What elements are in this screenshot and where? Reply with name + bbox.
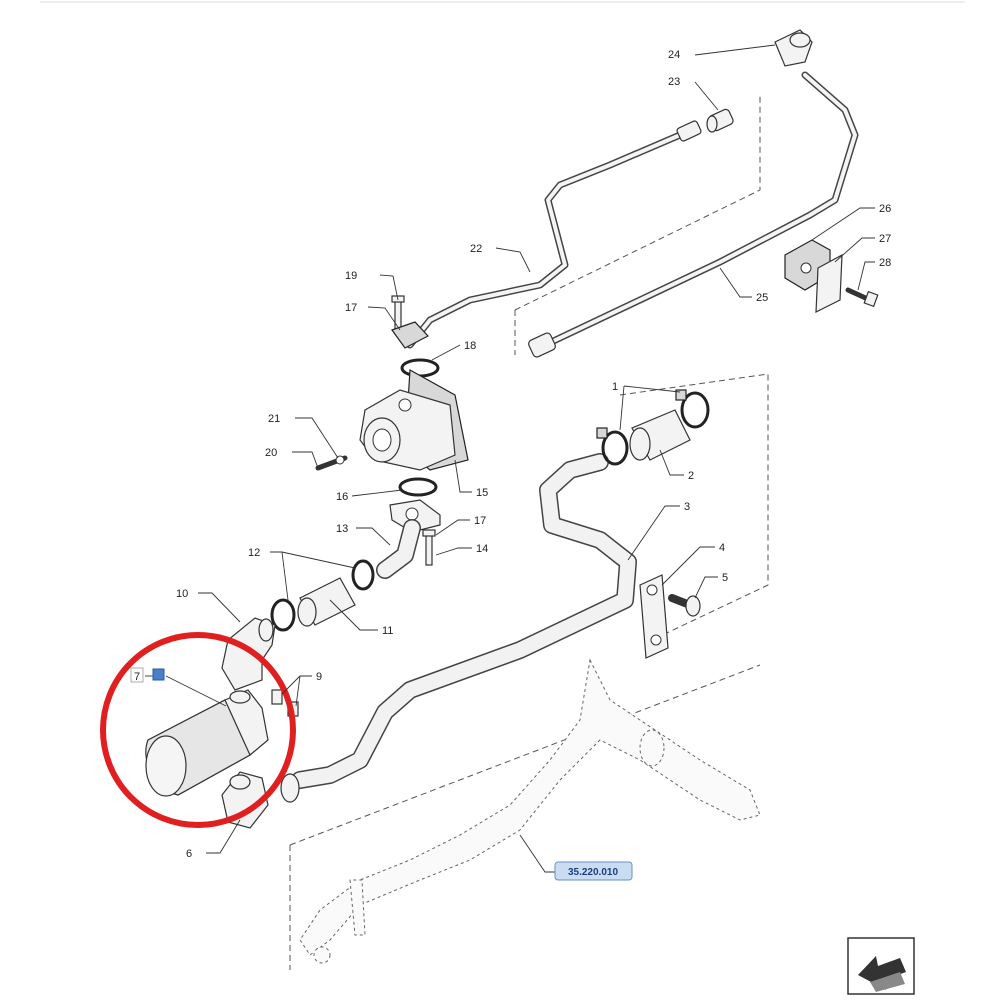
callout-24: 24: [668, 49, 680, 61]
callout-22: 22: [470, 243, 482, 255]
bolt-28: [845, 287, 879, 308]
group-box-hose: [619, 373, 769, 641]
callout-12: 12: [248, 547, 260, 559]
callout-26: 26: [879, 203, 891, 215]
bolt-19: [391, 295, 405, 331]
arrow-left-icon: [858, 956, 906, 992]
callout-7-box: [130, 667, 144, 683]
highlight-circle: [100, 632, 296, 828]
nav-arrow-button[interactable]: [847, 937, 915, 995]
bolt-5: [668, 594, 701, 617]
callout-15: 15: [476, 487, 488, 499]
filter-marker-icon: [152, 668, 165, 681]
clamp-1: [596, 389, 710, 466]
o-ring-16: [398, 477, 438, 497]
callout-23: 23: [668, 76, 680, 88]
fitting-23: [706, 108, 734, 133]
callout-14: 14: [476, 543, 488, 555]
reference-link-label[interactable]: 35.220.010: [568, 867, 618, 878]
callout-5: 5: [722, 572, 728, 584]
callout-28: 28: [879, 257, 891, 269]
hose-2: [629, 409, 691, 461]
bolt-14: [422, 529, 436, 566]
o-ring-18: [400, 358, 440, 378]
callout-25: 25: [756, 292, 768, 304]
callout-7: 7: [134, 671, 140, 683]
elbow-13: [376, 499, 441, 579]
callout-18: 18: [464, 340, 476, 352]
callout-2: 2: [688, 470, 694, 482]
callout-17-bottom: 17: [474, 515, 486, 527]
axle-assembly: [299, 658, 761, 964]
hose-3: [291, 453, 637, 789]
callout-27: 27: [879, 233, 891, 245]
group-box-pipes: [514, 95, 761, 355]
pipe-25: [528, 71, 859, 358]
callout-10: 10: [176, 588, 188, 600]
elbow-24: [774, 29, 813, 67]
elbow-10: [221, 617, 276, 691]
flange-17-top: [391, 321, 429, 349]
adapter-6: [221, 771, 300, 829]
callout-1: 1: [612, 381, 618, 393]
plate-27: [815, 253, 843, 313]
callout-11: 11: [382, 625, 393, 637]
hose-11: [297, 577, 356, 627]
filter-7: [145, 689, 269, 797]
leader-lines: [145, 44, 875, 873]
bracket-4: [639, 574, 669, 659]
callout-21: 21: [268, 413, 280, 425]
callout-13: 13: [336, 523, 348, 535]
callout-16: 16: [336, 491, 348, 503]
callout-17-top: 17: [345, 302, 357, 314]
group-box-axle: [289, 664, 761, 970]
callout-4: 4: [719, 542, 725, 554]
pipe-22: [406, 120, 702, 349]
callout-19: 19: [345, 270, 357, 282]
callout-9: 9: [316, 671, 322, 683]
callout-6: 6: [186, 848, 192, 860]
callout-3: 3: [684, 501, 690, 513]
callout-labels: 24 23 22 19 17 18 21 20 16 15 13 17 14 1…: [134, 49, 891, 860]
clamp-12: [270, 559, 375, 632]
reference-link[interactable]: 35.220.010: [554, 861, 633, 881]
pump-15: [359, 369, 469, 471]
callout-20: 20: [265, 447, 277, 459]
